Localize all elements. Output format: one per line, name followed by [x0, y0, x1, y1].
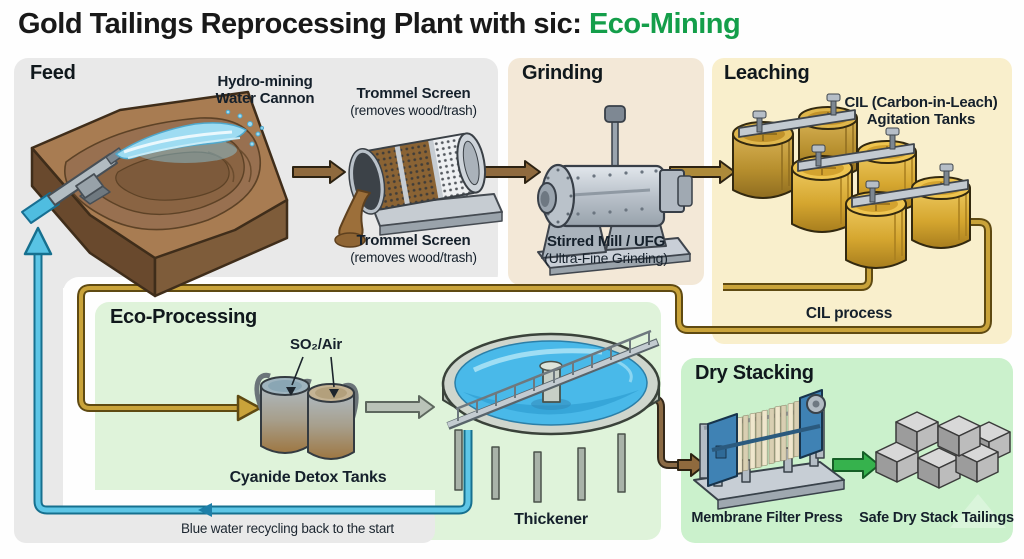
- cyanide-detox-label: Cyanide Detox Tanks: [229, 469, 387, 486]
- cil-tanks-label: CIL (Carbon-in-Leach) Agitation Tanks: [844, 94, 998, 128]
- page-title-highlight: Eco-Mining: [588, 8, 741, 40]
- thickener-label: Thickener: [514, 511, 588, 528]
- membrane-filter-press-label: Membrane Filter Press: [691, 510, 843, 526]
- background-notch: [63, 490, 435, 508]
- grinding-section-heading: Grinding: [522, 62, 603, 84]
- dry-stacking-section-heading: Dry Stacking: [695, 362, 814, 384]
- trommel-label-bottom: Trommel Screen (removes wood/trash): [350, 232, 477, 265]
- feed-section-heading: Feed: [30, 62, 76, 84]
- feed-section-box-left-column: [14, 230, 63, 507]
- leaching-section-heading: Leaching: [724, 62, 810, 84]
- trommel-label-top: Trommel Screen (removes wood/trash): [350, 85, 477, 118]
- so2-air-label: SO₂/Air: [290, 336, 342, 353]
- recycle-water-label: Blue water recycling back to the start: [180, 521, 394, 536]
- page-title-text: Gold Tailings Reprocessing Plant with si…: [18, 8, 589, 40]
- eco-processing-section-heading: Eco-Processing: [110, 306, 257, 328]
- stirred-mill-label: Stirred Mill / UFG (Ultra-Fine Grinding): [544, 233, 668, 266]
- hydro-mining-label: Hydro-mining Water Cannon: [215, 73, 315, 107]
- page-title: Gold Tailings Reprocessing Plant with si…: [18, 8, 741, 41]
- safe-dry-stack-label: Safe Dry Stack Tailings: [859, 510, 1014, 526]
- cil-process-label: CIL process: [805, 305, 893, 322]
